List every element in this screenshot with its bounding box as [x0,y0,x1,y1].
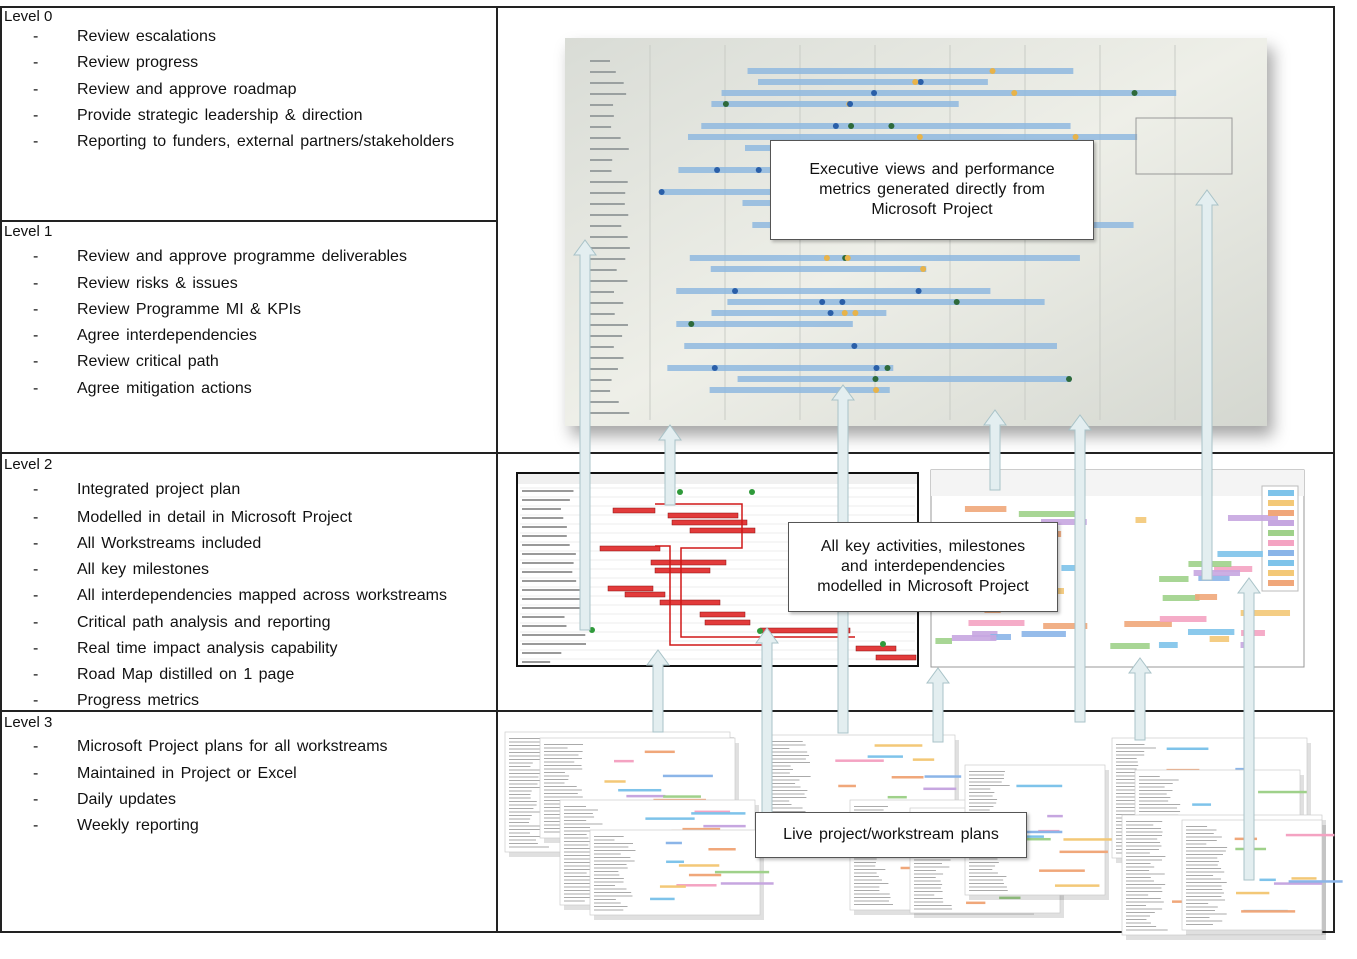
list-item: -Review and approve programme deliverabl… [33,248,407,265]
list-item: -Critical path analysis and reporting [33,614,331,631]
callout-executive-views: Executive views and performance metrics … [770,140,1094,240]
level-1-block: Level 1 -Review and approve programme de… [0,221,494,452]
list-item: -Review risks & issues [33,275,238,292]
row-divider-level1 [0,220,498,222]
list-item: -Provide strategic leadership & directio… [33,107,363,124]
list-item: -Real time impact analysis capability [33,640,338,657]
level-2-block: Level 2 -Integrated project plan -Modell… [0,454,494,710]
list-item: -All key milestones [33,561,210,578]
level-2-title: Level 2 [4,456,53,473]
level-3-title: Level 3 [4,714,53,731]
list-item: -Daily updates [33,791,176,808]
column-divider [496,6,498,933]
list-item: -Review progress [33,54,199,71]
list-item: -Agree mitigation actions [33,380,252,397]
list-item: -Maintained in Project or Excel [33,765,297,782]
list-item: -Progress metrics [33,692,200,709]
list-item: -Weekly reporting [33,817,199,834]
list-item: -Road Map distilled on 1 page [33,666,295,683]
level-1-title: Level 1 [4,223,53,240]
list-item: -Agree interdependencies [33,327,257,344]
diagram-frame [0,6,1335,933]
list-item: -Review critical path [33,353,219,370]
list-item: -Modelled in detail in Microsoft Project [33,509,353,526]
list-item: -Microsoft Project plans for all workstr… [33,738,388,755]
list-item: -Review escalations [33,28,216,45]
level-3-block: Level 3 -Microsoft Project plans for all… [0,712,494,932]
list-item: -Reporting to funders, external partners… [33,133,455,150]
list-item: -Review and approve roadmap [33,81,297,98]
callout-key-activities: All key activities, milestones and inter… [788,522,1058,612]
callout-live-plans: Live project/workstream plans [755,812,1027,858]
level-0-title: Level 0 [4,8,53,25]
list-item: -All Workstreams included [33,535,262,552]
list-item: -All interdependencies mapped across wor… [33,587,447,604]
list-item: -Integrated project plan [33,481,241,498]
level-0-block: Level 0 -Review escalations -Review prog… [0,6,494,220]
list-item: -Review Programme MI & KPIs [33,301,302,318]
